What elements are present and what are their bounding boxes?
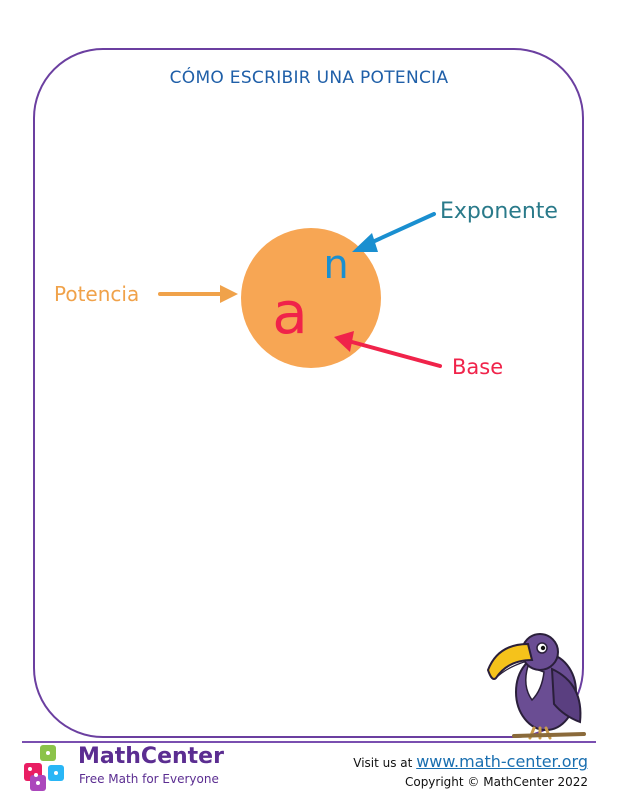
- copyright-text: Copyright © MathCenter 2022: [404, 775, 588, 789]
- visit-line: Visit us at www.math-center.org: [353, 752, 588, 771]
- power-arrow-icon: [158, 285, 238, 303]
- label-power: Potencia: [54, 282, 140, 306]
- label-exponent: Exponente: [440, 199, 558, 224]
- base-arrow-icon: [334, 331, 442, 368]
- power-circle: [241, 228, 381, 368]
- exponent-letter: n: [323, 242, 348, 288]
- brand-name: MathCenter: [78, 744, 224, 769]
- dice-logo-icon: [24, 745, 64, 791]
- worksheet-frame: [33, 48, 584, 738]
- label-base: Base: [452, 355, 504, 379]
- footer-divider: [22, 741, 596, 743]
- base-letter: a: [272, 279, 308, 347]
- exponent-arrow-icon: [352, 212, 436, 252]
- website-link[interactable]: www.math-center.org: [416, 752, 588, 771]
- worksheet-title: CÓMO ESCRIBIR UNA POTENCIA: [169, 68, 449, 88]
- brand-tagline: Free Math for Everyone: [79, 772, 219, 786]
- toucan-icon: [486, 633, 586, 740]
- visit-prefix: Visit us at: [353, 756, 413, 770]
